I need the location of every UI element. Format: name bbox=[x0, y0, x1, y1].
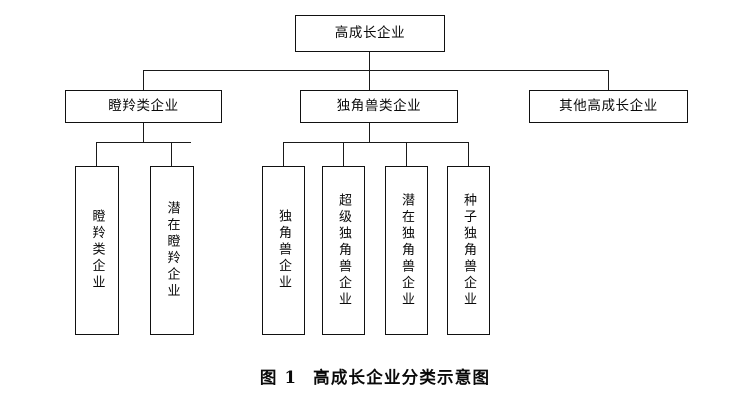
connector-gazelle-bus bbox=[96, 142, 191, 144]
connector-drop-super-unicorn-enterprise bbox=[343, 142, 345, 166]
node-gazelle-type-enterprise: 瞪羚类企业 bbox=[65, 90, 222, 123]
node-gazelle-enterprise: 瞪羚类企业 bbox=[75, 166, 119, 335]
connector-drop-unicorn-type bbox=[369, 70, 371, 91]
node-label: 高成长企业 bbox=[334, 25, 406, 42]
node-potential-gazelle-enterprise: 潜在瞪羚企业 bbox=[150, 166, 194, 335]
node-label: 独角兽企业 bbox=[276, 209, 291, 292]
connector-root-stem bbox=[369, 52, 371, 71]
figure-caption: 图 1 高成长企业分类示意图 bbox=[0, 364, 750, 388]
connector-drop-unicorn-enterprise bbox=[283, 142, 285, 166]
node-unicorn-type-enterprise: 独角兽类企业 bbox=[300, 90, 458, 123]
node-super-unicorn-enterprise: 超级独角兽企业 bbox=[322, 166, 365, 335]
connector-drop-other-high-growth bbox=[608, 70, 610, 91]
node-label: 独角兽类企业 bbox=[336, 98, 422, 115]
node-label: 潜在瞪羚企业 bbox=[164, 201, 180, 300]
node-unicorn-enterprise: 独角兽企业 bbox=[262, 166, 305, 335]
connector-gazelle-stem bbox=[143, 123, 145, 143]
node-other-high-growth-enterprise: 其他高成长企业 bbox=[529, 90, 688, 123]
connector-drop-seed-unicorn-enterprise bbox=[468, 142, 470, 166]
figure-caption-title: 高成长企业分类示意图 bbox=[313, 368, 491, 387]
node-label: 潜在独角兽企业 bbox=[399, 192, 414, 309]
connector-drop-potential-gazelle-enterprise bbox=[171, 142, 173, 166]
node-label: 瞪羚类企业 bbox=[89, 209, 105, 292]
node-seed-unicorn-enterprise: 种子独角兽企业 bbox=[447, 166, 490, 335]
connector-drop-gazelle-type bbox=[143, 70, 145, 91]
connector-drop-gazelle-enterprise bbox=[96, 142, 98, 166]
connector-unicorn-stem bbox=[369, 123, 371, 143]
connector-unicorn-bus bbox=[283, 142, 469, 144]
figure-caption-number: 图 1 bbox=[259, 368, 298, 387]
node-label: 种子独角兽企业 bbox=[461, 192, 476, 309]
node-label: 瞪羚类企业 bbox=[108, 98, 179, 115]
node-label: 超级独角兽企业 bbox=[336, 192, 351, 309]
connector-level2-bus bbox=[143, 70, 609, 72]
node-high-growth-enterprise: 高成长企业 bbox=[295, 15, 445, 52]
node-label: 其他高成长企业 bbox=[559, 98, 658, 115]
node-potential-unicorn-enterprise: 潜在独角兽企业 bbox=[385, 166, 428, 335]
connector-drop-potential-unicorn-enterprise bbox=[406, 142, 408, 166]
